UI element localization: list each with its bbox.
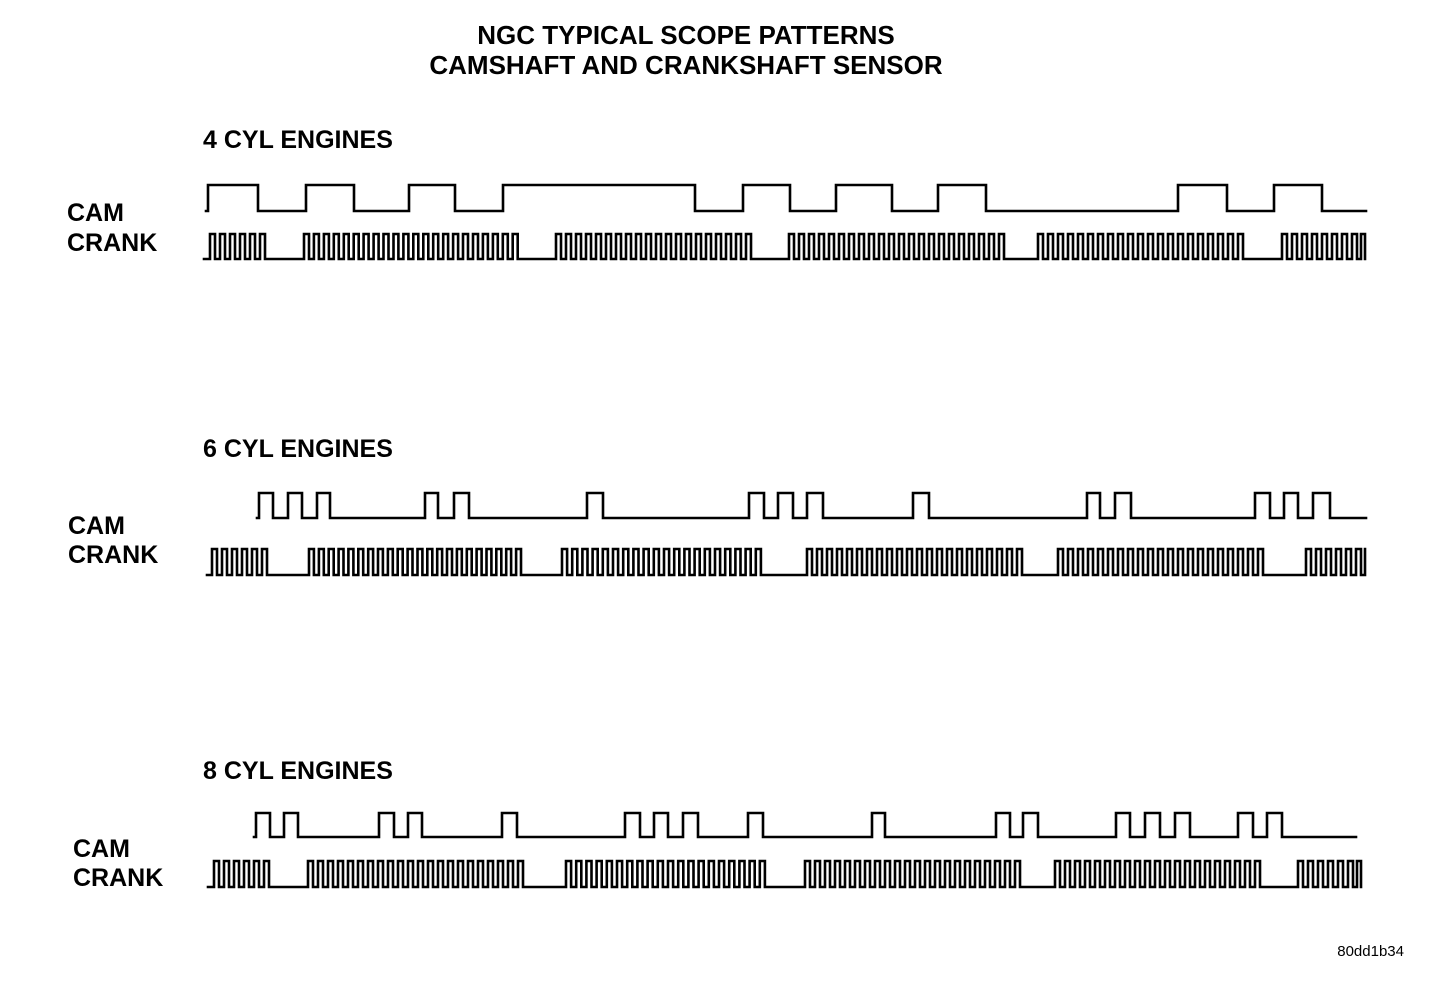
crank-label-6-cyl: CRANK	[68, 541, 159, 569]
crank-waveform-8-cyl	[206, 859, 1363, 889]
crank-label-8-cyl: CRANK	[73, 864, 164, 892]
diagram-title-line-2: CAMSHAFT AND CRANKSHAFT SENSOR	[429, 50, 943, 80]
cam-waveform-6-cyl	[255, 491, 1368, 520]
crank-waveform-6-cyl	[205, 547, 1367, 577]
diagram-title-line-1: NGC TYPICAL SCOPE PATTERNS	[477, 20, 895, 50]
cam-label-6-cyl: CAM	[68, 512, 125, 540]
section-title-6-cyl: 6 CYL ENGINES	[203, 435, 393, 463]
cam-label-4-cyl: CAM	[67, 199, 124, 227]
cam-label-8-cyl: CAM	[73, 835, 130, 863]
cam-waveform-4-cyl	[204, 183, 1368, 213]
section-title-8-cyl: 8 CYL ENGINES	[203, 757, 393, 785]
crank-waveform-4-cyl	[202, 232, 1367, 261]
cam-waveform-8-cyl	[252, 811, 1358, 839]
figure-id: 80dd1b34	[1337, 943, 1404, 960]
section-title-4-cyl: 4 CYL ENGINES	[203, 126, 393, 154]
crank-label-4-cyl: CRANK	[67, 229, 158, 257]
